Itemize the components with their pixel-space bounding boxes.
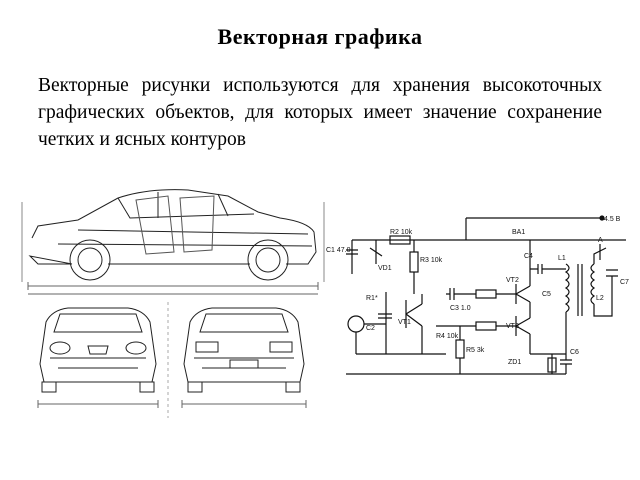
circuit-schematic-drawing: 4.5 В R2 10k R3 10k C1 47.0 VD1 BA1 R1* … <box>326 215 629 375</box>
vt3-label: VT3 <box>506 323 519 330</box>
r1-label: R1* <box>366 295 378 302</box>
l1-label: L1 <box>558 255 566 262</box>
slide-paragraph: Векторные рисунки используются для хране… <box>38 75 602 150</box>
zd1-label: ZD1 <box>508 359 521 366</box>
c3-label: C3 1.0 <box>450 305 471 312</box>
c7-label: C7 <box>620 279 629 286</box>
antenna-label: A <box>598 237 603 244</box>
r4-label: R4 10k <box>436 333 459 340</box>
r3-label: R3 10k <box>420 257 443 264</box>
r2-label: R2 10k <box>390 229 413 236</box>
vt1-label: VT1 <box>398 319 411 326</box>
c4-label: C4 <box>524 253 533 260</box>
l2-label: L2 <box>596 295 604 302</box>
c5-label: C5 <box>542 291 551 298</box>
c6-label: C6 <box>570 349 579 356</box>
vd1-label: VD1 <box>378 265 392 272</box>
vt2-label: VT2 <box>506 277 519 284</box>
slide-title: Векторная графика <box>217 24 423 49</box>
supply-voltage-label: 4.5 В <box>604 216 621 223</box>
ba1-label: BA1 <box>512 229 525 236</box>
c1-label: C1 47.0 <box>326 247 351 254</box>
c2-label: C2 <box>366 325 375 332</box>
car-blueprint-drawing <box>21 189 325 418</box>
r5-label: R5 3k <box>466 347 485 354</box>
